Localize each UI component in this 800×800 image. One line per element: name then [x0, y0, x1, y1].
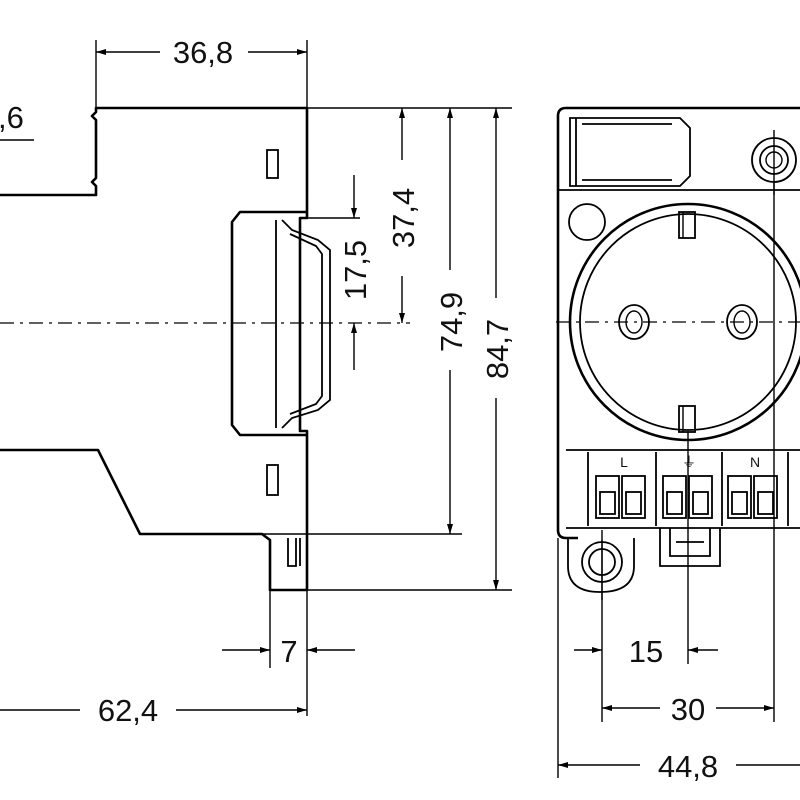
terminal-block: L ⏚ N	[587, 452, 789, 526]
din-rail-profile	[281, 219, 331, 429]
dim-top-width: 36,8	[173, 35, 233, 70]
indicator-light	[568, 203, 606, 241]
dim-inner-height: 74,9	[434, 292, 469, 352]
din-rail-inner	[275, 220, 323, 428]
dim-left-partial: ,6	[0, 100, 24, 135]
dim-bottom-tab: 7	[280, 634, 297, 669]
side-window-top	[266, 149, 279, 179]
dim-total-height: 84,7	[480, 319, 515, 379]
dim-total-width: 44,8	[658, 749, 718, 784]
front-housing-outline	[556, 106, 800, 540]
side-dimensions: 36,8 ,6 17,5 37,4 74,9 84,7 7	[0, 35, 515, 728]
bottom-mount-screw	[567, 530, 635, 600]
dim-terminal-pitch: 15	[629, 634, 663, 669]
pin-hole-right	[726, 304, 758, 340]
bottom-latch	[287, 538, 301, 567]
side-view	[0, 106, 410, 592]
front-bottom-latch	[659, 528, 721, 567]
dim-rail-height: 17,5	[338, 240, 373, 300]
terminal-label-l: L	[620, 454, 628, 470]
front-dimensions: 15 30 44,8	[557, 182, 800, 784]
terminal-label-earth: ⏚	[682, 454, 696, 470]
dim-upper-height: 37,4	[386, 188, 421, 248]
terminal-label-n: N	[750, 454, 760, 470]
top-clip	[569, 117, 691, 187]
side-housing-outline	[0, 106, 309, 592]
front-view: L ⏚ N	[556, 106, 800, 600]
dim-hole-spacing: 30	[671, 692, 705, 727]
side-window-bottom	[266, 464, 279, 496]
dim-depth: 62,4	[98, 693, 158, 728]
